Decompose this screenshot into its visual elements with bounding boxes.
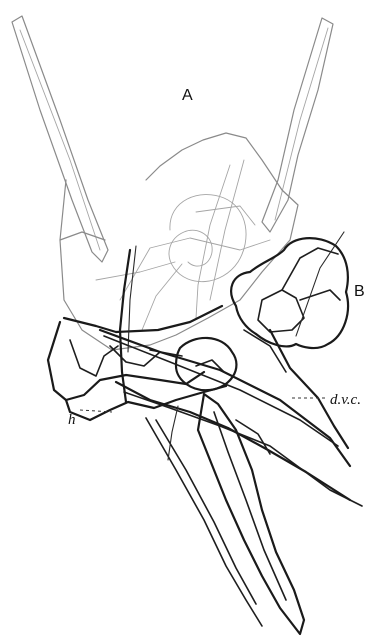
label-b: B [354,283,365,300]
label-a: A [182,87,193,104]
label-dvc: d.v.c. [330,392,361,408]
skull-a-outline [12,16,333,350]
label-h: h [68,412,76,428]
skull-b-outline [48,232,362,634]
